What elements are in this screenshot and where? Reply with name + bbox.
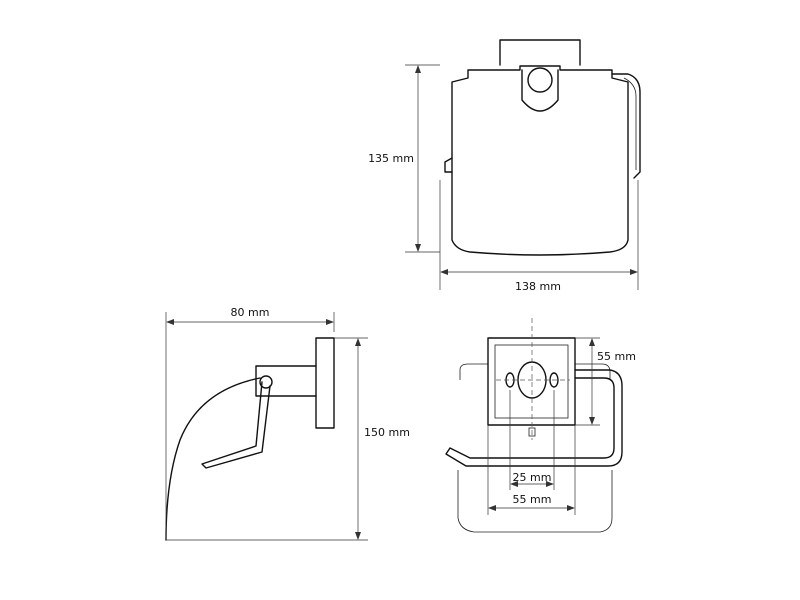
front-view [444,39,641,256]
front-width-label: 138 mm [515,280,561,293]
side-view [165,337,335,541]
mount-view [445,318,623,533]
front-height-label: 135 mm [368,152,414,165]
bottom-width-dimension: 55 mm [487,425,576,515]
side-height-label: 150 mm [364,426,410,439]
hole-spacing-dimension: 25 mm [509,390,555,490]
bottom-width-label: 55 mm [513,493,552,506]
front-height-dimension: 135 mm [368,64,440,253]
front-width-dimension: 138 mm [439,180,639,293]
plate-size-dimension: 55 mm [575,337,636,426]
plate-size-label: 55 mm [597,350,636,363]
side-depth-dimension: 80 mm [165,306,335,540]
side-depth-label: 80 mm [231,306,270,319]
side-height-dimension: 150 mm [166,337,410,541]
hole-spacing-label: 25 mm [513,471,552,484]
